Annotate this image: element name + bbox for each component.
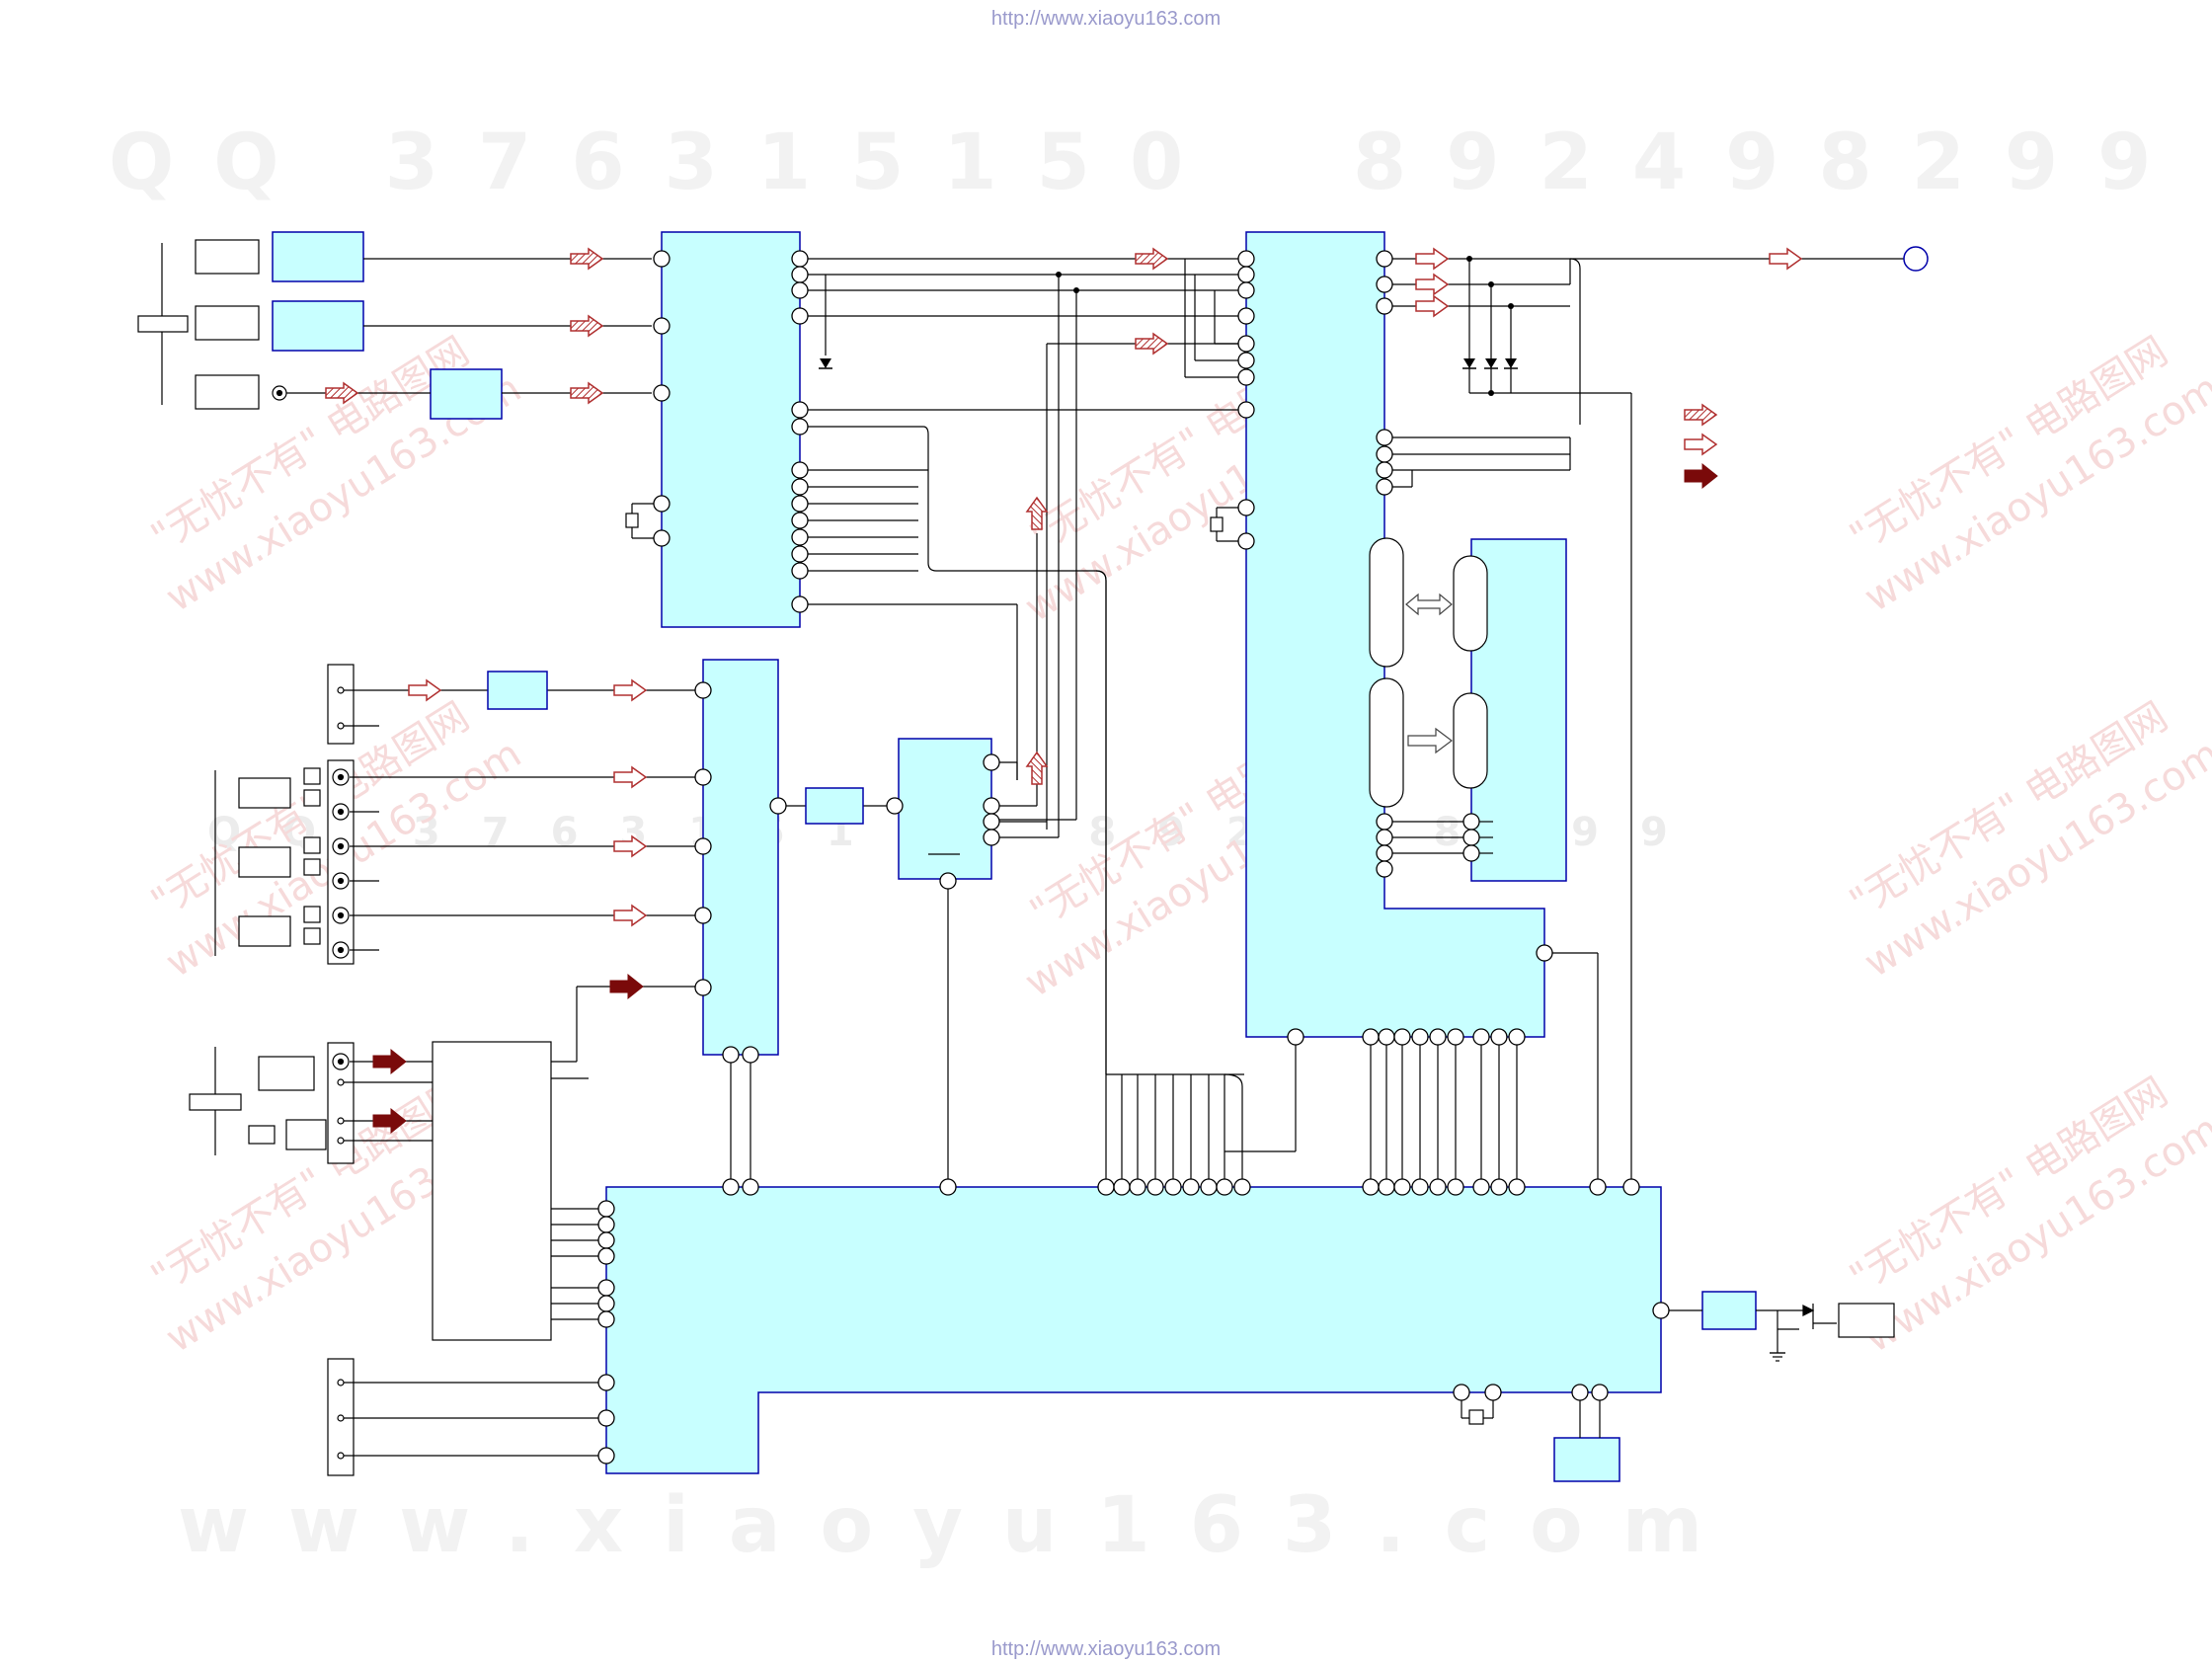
ic1-to-ic2-bus	[808, 258, 1240, 1074]
output-jack-icon[interactable]	[1903, 246, 1929, 272]
connector-1	[327, 664, 355, 745]
video-buffer-block	[805, 787, 864, 825]
memory-ovals	[1369, 537, 1404, 808]
source-url-bottom[interactable]: http://www.xiaoyu163.com	[990, 1638, 1222, 1660]
watermark-qq-left: QQ 376315150	[109, 119, 1224, 207]
control-connector	[327, 1358, 355, 1476]
legend	[1684, 404, 1718, 489]
av-connector-block	[214, 759, 355, 965]
av-jacks	[332, 768, 350, 959]
watermark-url-bottom: www.xiaoyu163.com	[178, 1481, 1743, 1570]
output-section	[1392, 258, 1906, 1185]
power-section	[1669, 1303, 1895, 1362]
tuner-block-2	[272, 300, 364, 352]
hollow-arrow-icon-memory	[1407, 727, 1453, 754]
ic-processor-block	[1245, 231, 1545, 1038]
source-url-top[interactable]: http://www.xiaoyu163.com	[990, 8, 1222, 30]
crystal-icon-3	[1461, 1400, 1494, 1425]
tuner-block-1	[272, 231, 364, 282]
memory-block-ovals	[1453, 555, 1488, 789]
control-bus	[1095, 570, 1599, 1179]
remote-receiver-block	[1701, 1291, 1757, 1330]
crystal-icon	[625, 503, 654, 539]
buffer-block	[430, 368, 503, 420]
bidir-arrow-icon	[1405, 593, 1453, 616]
rear-av-connector	[189, 1042, 355, 1164]
top-input-section	[137, 239, 287, 410]
eeprom-block	[1553, 1437, 1620, 1482]
video-switch-block	[702, 659, 779, 1056]
memory-pins	[1462, 813, 1480, 862]
ic-decoder-block	[661, 231, 801, 628]
video-processor-block	[898, 738, 992, 880]
amp-block	[487, 671, 548, 710]
crystal-icon-2	[1210, 507, 1238, 542]
system-controller-block	[605, 1186, 1662, 1474]
av-switch-box	[432, 1041, 552, 1341]
memory-bus	[1392, 821, 1493, 854]
watermark-qq-right: 892498299	[1353, 119, 2191, 207]
